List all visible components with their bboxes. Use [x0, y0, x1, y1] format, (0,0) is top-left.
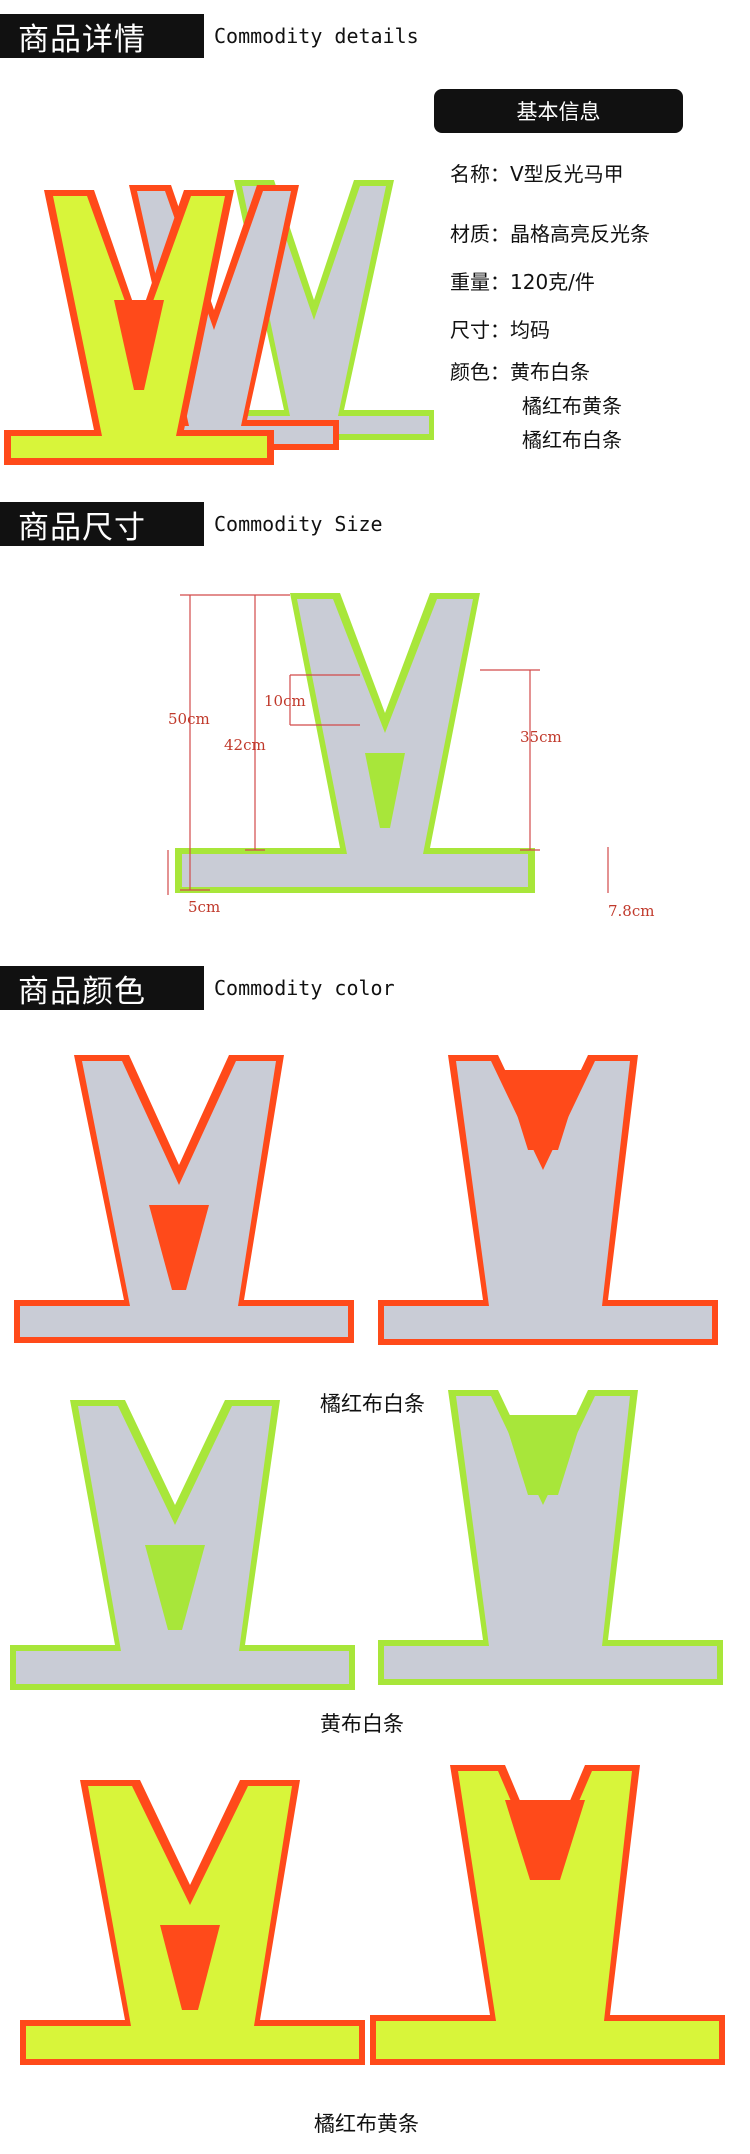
caption-orange-yellow: 橘红布黄条 [314, 2112, 419, 2136]
caption-orange-white: 橘红布白条 [320, 1392, 425, 1416]
vest-orange-white-front [14, 1055, 354, 1343]
basic-info-header: 基本信息 [434, 89, 683, 133]
info-weight: 重量：120克/件 [450, 270, 595, 294]
section-header-size: 商品尺寸 Commodity Size [0, 502, 383, 546]
dim-10cm: 10cm [264, 692, 306, 710]
vest-group-image [4, 180, 434, 465]
info-color-3: 橘红布白条 [522, 428, 622, 452]
section-title-cn: 商品颜色 [0, 966, 204, 1010]
section-header-details: 商品详情 Commodity details [0, 14, 419, 58]
dim-7-8cm: 7.8cm [608, 902, 655, 920]
caption-yellow-white: 黄布白条 [320, 1712, 404, 1736]
vest-orange-white-back [378, 1055, 718, 1345]
vest-yellow-white-front [10, 1400, 355, 1690]
section-title-cn: 商品详情 [0, 14, 204, 58]
dim-5cm: 5cm [188, 898, 221, 916]
section-title-cn: 商品尺寸 [0, 502, 204, 546]
info-name: 名称：V型反光马甲 [450, 162, 624, 186]
info-material: 材质：晶格高亮反光条 [450, 222, 650, 246]
section-title-en: Commodity color [214, 976, 395, 1000]
dim-50cm: 50cm [168, 710, 210, 728]
dim-42cm: 42cm [224, 736, 266, 754]
vest-orange-yellow-back [370, 1765, 725, 2065]
section-header-color: 商品颜色 Commodity color [0, 966, 395, 1010]
info-color: 颜色：黄布白条 [450, 360, 590, 384]
vest-yellow-white-back [378, 1390, 723, 1685]
info-size: 尺寸：均码 [450, 318, 550, 342]
vest-orange-yellow-front [20, 1780, 365, 2065]
section-title-en: Commodity details [214, 24, 419, 48]
info-color-2: 橘红布黄条 [522, 394, 622, 418]
dim-35cm: 35cm [520, 728, 562, 746]
section-title-en: Commodity Size [214, 512, 383, 536]
size-diagram [167, 593, 609, 895]
